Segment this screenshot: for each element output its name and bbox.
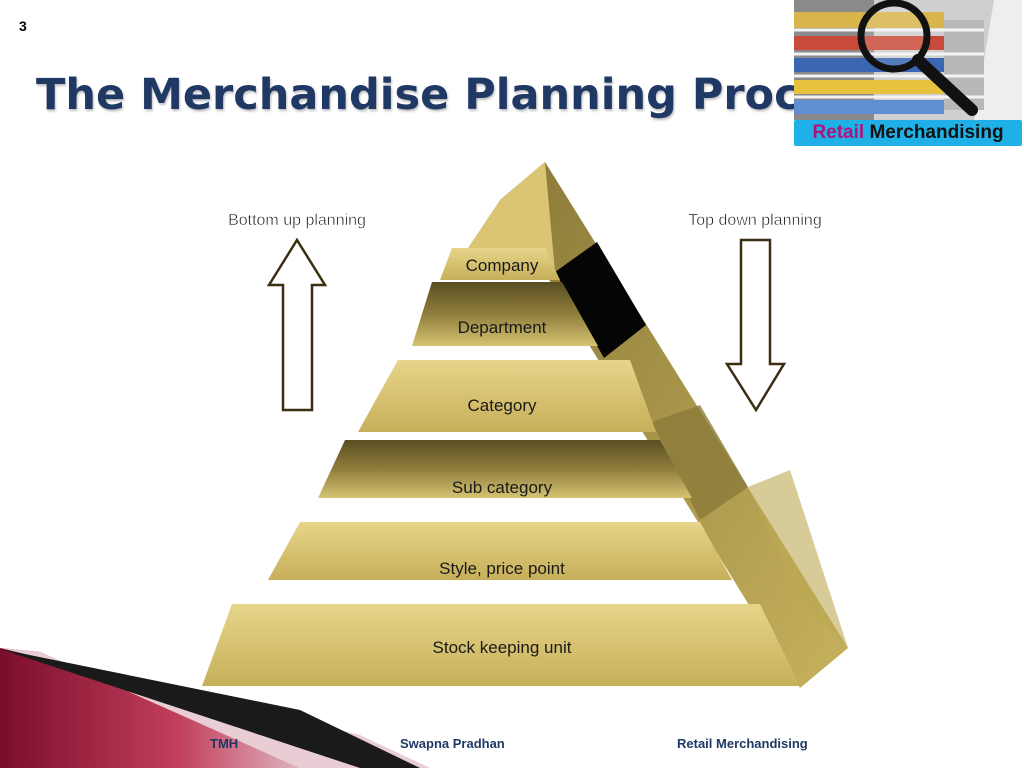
footer-left: TMH [210, 736, 239, 751]
pyramid-tip [452, 162, 555, 272]
level-stock-keeping-unit: Stock keeping unit [433, 638, 572, 657]
footer-right: Retail Merchandising [677, 736, 808, 751]
pyramid-dark-block [555, 242, 646, 358]
slide-title: The Merchandise Planning Process [36, 70, 880, 120]
tier-sub-category [318, 440, 692, 498]
slide-number: 3 [19, 18, 27, 34]
tier-department [412, 282, 598, 346]
supermarket-magnifier-image [794, 0, 1022, 120]
down-arrow-icon [724, 238, 787, 413]
top-down-planning-label: Top down planning [688, 212, 821, 229]
level-company: Company [466, 256, 539, 275]
tier-style-price-point [268, 522, 732, 580]
retail-merchandising-badge: Retail Merchandising [794, 120, 1022, 146]
tier-category [358, 360, 656, 432]
bottom-up-planning-label: Bottom up planning [228, 212, 366, 229]
tier-stock-keeping-unit [202, 604, 800, 686]
level-department: Department [458, 318, 547, 337]
level-sub-category: Sub category [452, 478, 553, 497]
footer-center: Swapna Pradhan [400, 736, 505, 751]
up-arrow-icon [266, 237, 328, 412]
badge-merchandising-text: Merchandising [869, 122, 1004, 143]
level-category: Category [468, 396, 537, 415]
tier-company [440, 248, 560, 280]
level-style-price-point: Style, price point [439, 559, 565, 578]
badge-retail-text: Retail [812, 122, 865, 143]
